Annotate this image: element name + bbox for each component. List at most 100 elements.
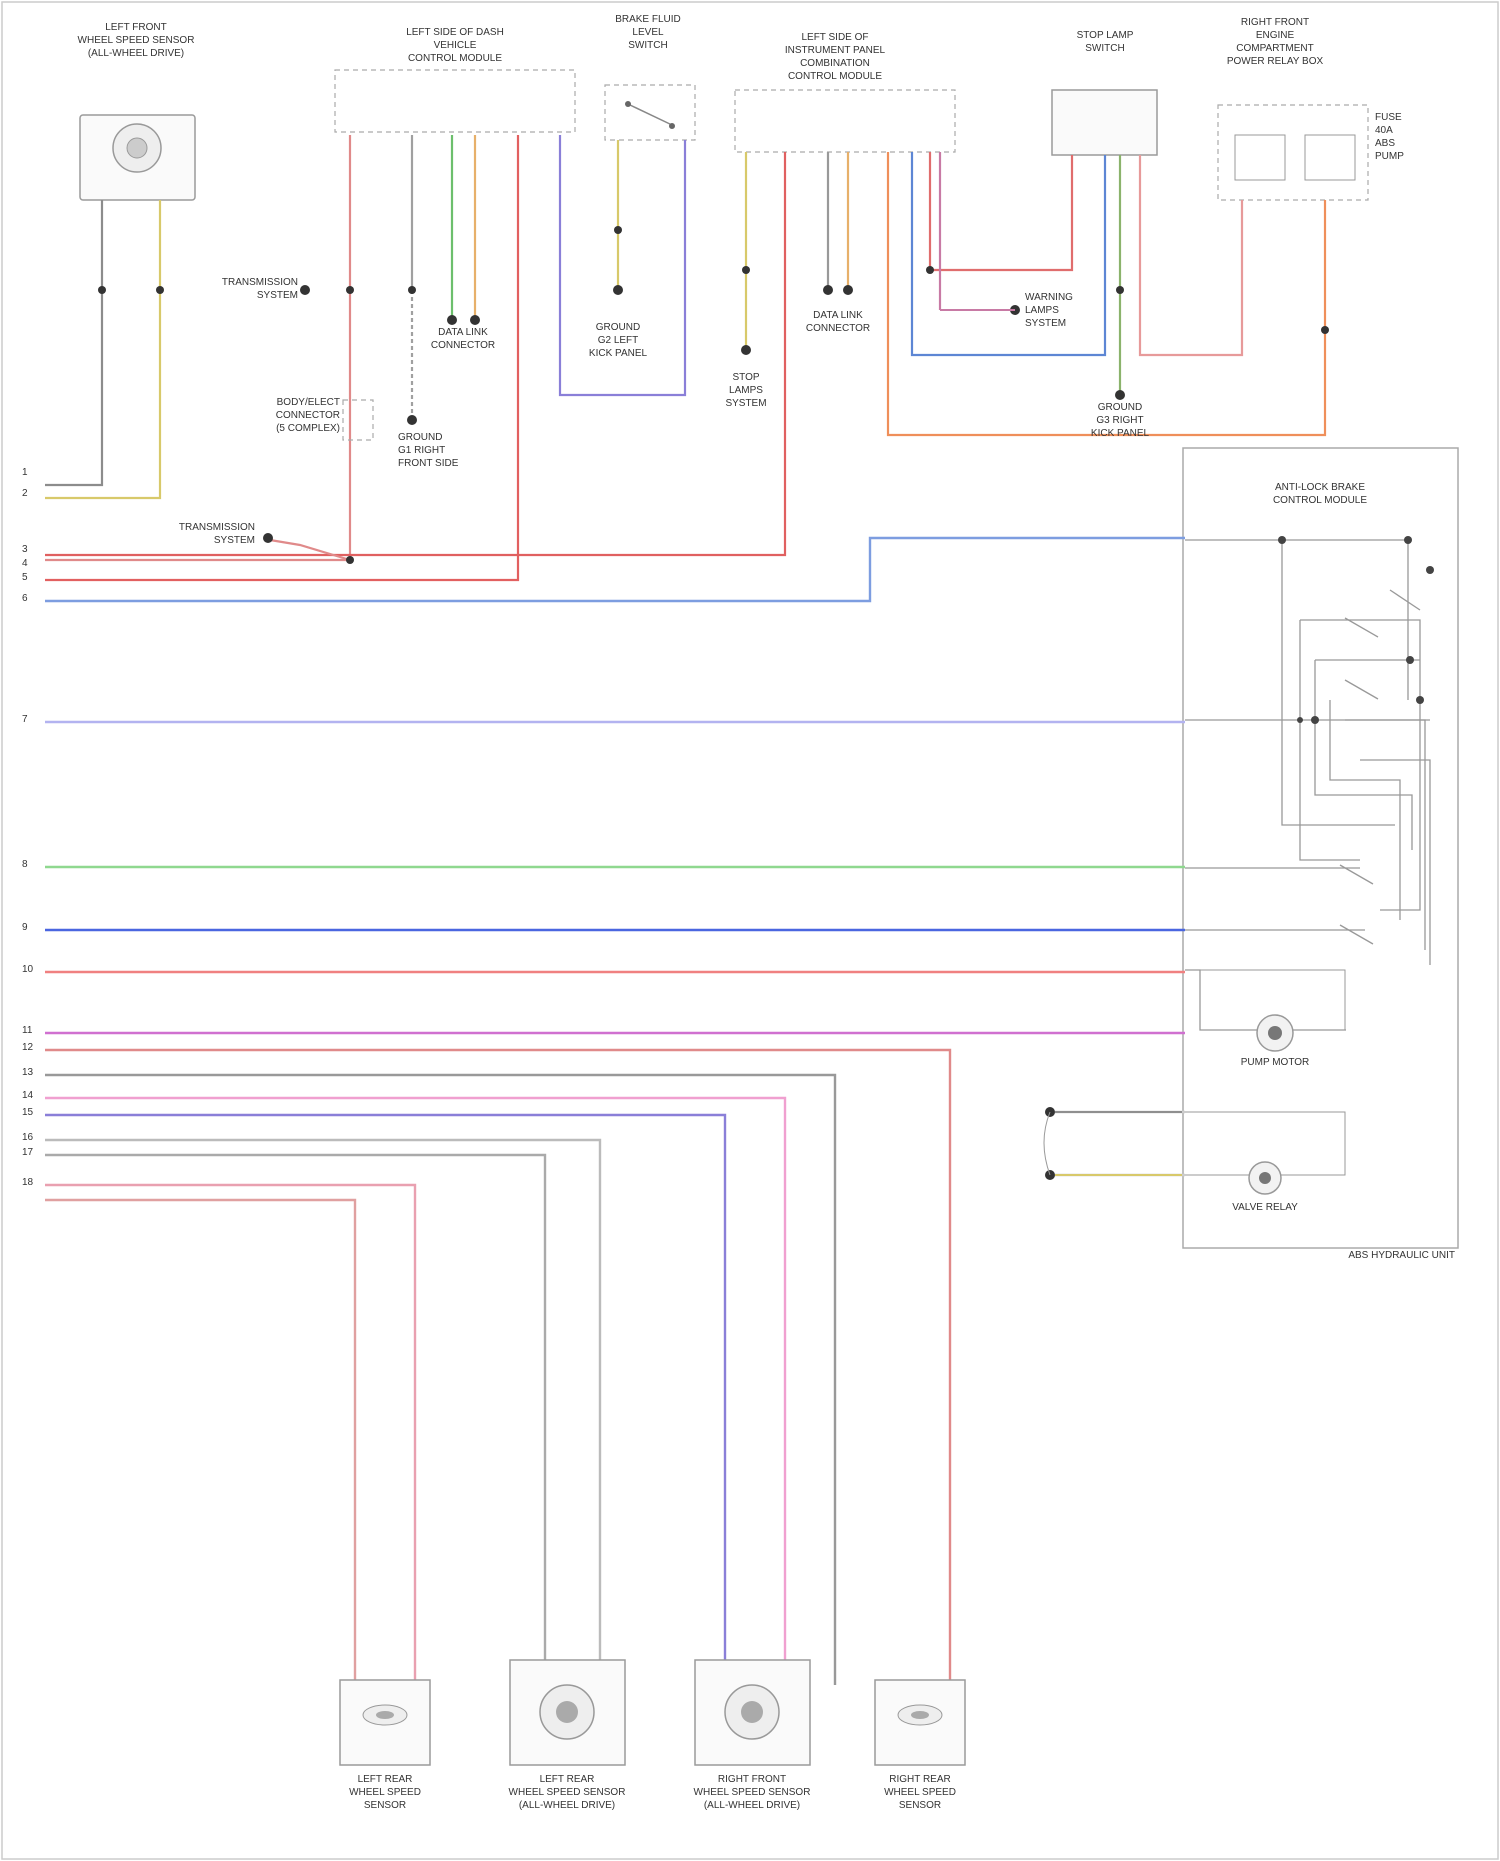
svg-text:SYSTEM: SYSTEM [257,290,298,301]
instrument-combination-module: LEFT SIDE OF INSTRUMENT PANEL COMBINATIO… [735,32,955,152]
left-rear-awd-sensor: LEFT REAR WHEEL SPEED SENSOR (ALL-WHEEL … [509,1660,626,1811]
svg-text:11: 11 [22,1025,33,1036]
lf-wheel-speed-sensor: LEFT FRONT WHEEL SPEED SENSOR (ALL-WHEEL… [78,22,195,200]
svg-text:10: 10 [22,964,34,975]
svg-text:TRANSMISSION: TRANSMISSION [222,277,298,288]
svg-text:CONTROL MODULE: CONTROL MODULE [1273,495,1367,506]
svg-text:DATA LINK: DATA LINK [438,327,488,338]
svg-text:LEFT SIDE OF DASH: LEFT SIDE OF DASH [406,27,504,38]
brake-fluid-switch: BRAKE FLUID LEVEL SWITCH [605,14,695,140]
svg-text:4: 4 [22,558,28,569]
svg-text:INSTRUMENT PANEL: INSTRUMENT PANEL [785,45,886,56]
svg-text:(ALL-WHEEL DRIVE): (ALL-WHEEL DRIVE) [704,1800,800,1811]
svg-text:13: 13 [22,1067,34,1078]
svg-text:KICK PANEL: KICK PANEL [1091,428,1150,439]
svg-text:COMBINATION: COMBINATION [800,58,870,69]
svg-text:6: 6 [22,593,28,604]
svg-text:1: 1 [22,467,28,478]
svg-text:LEFT REAR: LEFT REAR [540,1774,595,1785]
svg-text:ABS HYDRAULIC UNIT: ABS HYDRAULIC UNIT [1348,1250,1455,1261]
svg-text:STOP LAMP: STOP LAMP [1077,30,1134,41]
svg-text:LEVEL: LEVEL [632,27,664,38]
svg-text:LEFT REAR: LEFT REAR [358,1774,413,1785]
svg-text:8: 8 [22,859,28,870]
svg-text:VEHICLE: VEHICLE [434,40,477,51]
svg-text:WHEEL SPEED: WHEEL SPEED [884,1787,956,1798]
svg-text:CONNECTOR: CONNECTOR [806,323,870,334]
svg-text:POWER RELAY BOX: POWER RELAY BOX [1227,56,1324,67]
svg-text:SYSTEM: SYSTEM [725,398,766,409]
svg-text:18: 18 [22,1177,34,1188]
power-relay-box: RIGHT FRONT ENGINE COMPARTMENT POWER REL… [1218,17,1404,200]
svg-text:(ALL-WHEEL DRIVE): (ALL-WHEEL DRIVE) [519,1800,615,1811]
top-wires [45,135,1325,580]
svg-text:KICK PANEL: KICK PANEL [589,348,648,359]
svg-text:PUMP MOTOR: PUMP MOTOR [1241,1057,1310,1068]
svg-text:17: 17 [22,1147,34,1158]
svg-text:SENSOR: SENSOR [364,1800,406,1811]
svg-text:2: 2 [22,488,28,499]
svg-text:CONNECTOR: CONNECTOR [276,410,340,421]
bus-wires [45,538,1185,1685]
svg-text:G2 LEFT: G2 LEFT [598,335,639,346]
svg-text:15: 15 [22,1107,34,1118]
svg-text:CONTROL MODULE: CONTROL MODULE [788,71,882,82]
svg-text:40A: 40A [1375,125,1393,136]
svg-text:LEFT FRONT: LEFT FRONT [105,22,166,33]
svg-text:WARNING: WARNING [1025,292,1073,303]
svg-text:LEFT SIDE OF: LEFT SIDE OF [801,32,868,43]
svg-text:WHEEL SPEED: WHEEL SPEED [349,1787,421,1798]
svg-text:G1 RIGHT: G1 RIGHT [398,445,445,456]
svg-text:5: 5 [22,572,28,583]
svg-text:RIGHT REAR: RIGHT REAR [889,1774,951,1785]
svg-text:(ALL-WHEEL DRIVE): (ALL-WHEEL DRIVE) [88,48,184,59]
svg-text:GROUND: GROUND [398,432,442,443]
left-rear-sensor: LEFT REAR WHEEL SPEED SENSOR [340,1680,430,1811]
connector-pins: 1 2 3 4 5 6 7 8 9 10 11 12 13 14 15 16 1… [22,467,34,1188]
right-rear-sensor: RIGHT REAR WHEEL SPEED SENSOR [875,1680,965,1811]
top-notes: TRANSMISSION SYSTEM BODY/ELECT CONNECTOR… [179,277,1150,546]
svg-text:LAMPS: LAMPS [1025,305,1059,316]
svg-text:PUMP: PUMP [1375,151,1404,162]
svg-text:3: 3 [22,544,28,555]
svg-text:RIGHT FRONT: RIGHT FRONT [1241,17,1309,28]
svg-text:CONTROL MODULE: CONTROL MODULE [408,53,502,64]
svg-text:G3 RIGHT: G3 RIGHT [1096,415,1143,426]
svg-text:FUSE: FUSE [1375,112,1402,123]
right-front-awd-sensor: RIGHT FRONT WHEEL SPEED SENSOR (ALL-WHEE… [694,1660,811,1811]
abs-control-module: ANTI-LOCK BRAKE CONTROL MODULE ABS HYDRA… [1183,448,1458,1261]
svg-text:SYSTEM: SYSTEM [214,535,255,546]
left-side-control-module: LEFT SIDE OF DASH VEHICLE CONTROL MODULE [335,27,575,132]
svg-text:GROUND: GROUND [1098,402,1142,413]
svg-text:FRONT SIDE: FRONT SIDE [398,458,459,469]
svg-text:ANTI-LOCK BRAKE: ANTI-LOCK BRAKE [1275,482,1365,493]
svg-text:ABS: ABS [1375,138,1395,149]
svg-text:BODY/ELECT: BODY/ELECT [277,397,340,408]
svg-text:SYSTEM: SYSTEM [1025,318,1066,329]
svg-text:WHEEL SPEED SENSOR: WHEEL SPEED SENSOR [694,1787,811,1798]
svg-text:VALVE RELAY: VALVE RELAY [1232,1202,1298,1213]
warning-lamp-link [1044,1107,1182,1180]
svg-text:DATA LINK: DATA LINK [813,310,863,321]
svg-text:12: 12 [22,1042,34,1053]
svg-text:CONNECTOR: CONNECTOR [431,340,495,351]
svg-text:TRANSMISSION: TRANSMISSION [179,522,255,533]
stop-lamp-switch: STOP LAMP SWITCH [1052,30,1157,155]
svg-text:STOP: STOP [732,372,759,383]
svg-text:GROUND: GROUND [596,322,640,333]
svg-text:RIGHT FRONT: RIGHT FRONT [718,1774,786,1785]
svg-text:16: 16 [22,1132,34,1143]
svg-text:WHEEL SPEED SENSOR: WHEEL SPEED SENSOR [78,35,195,46]
svg-text:BRAKE FLUID: BRAKE FLUID [615,14,681,25]
svg-text:ENGINE: ENGINE [1256,30,1295,41]
svg-text:SWITCH: SWITCH [628,40,667,51]
svg-text:9: 9 [22,922,28,933]
svg-text:(5 COMPLEX): (5 COMPLEX) [276,423,340,434]
svg-text:SENSOR: SENSOR [899,1800,941,1811]
svg-text:WHEEL SPEED SENSOR: WHEEL SPEED SENSOR [509,1787,626,1798]
svg-text:LAMPS: LAMPS [729,385,763,396]
svg-text:COMPARTMENT: COMPARTMENT [1236,43,1313,54]
svg-text:14: 14 [22,1090,34,1101]
svg-text:7: 7 [22,714,28,725]
